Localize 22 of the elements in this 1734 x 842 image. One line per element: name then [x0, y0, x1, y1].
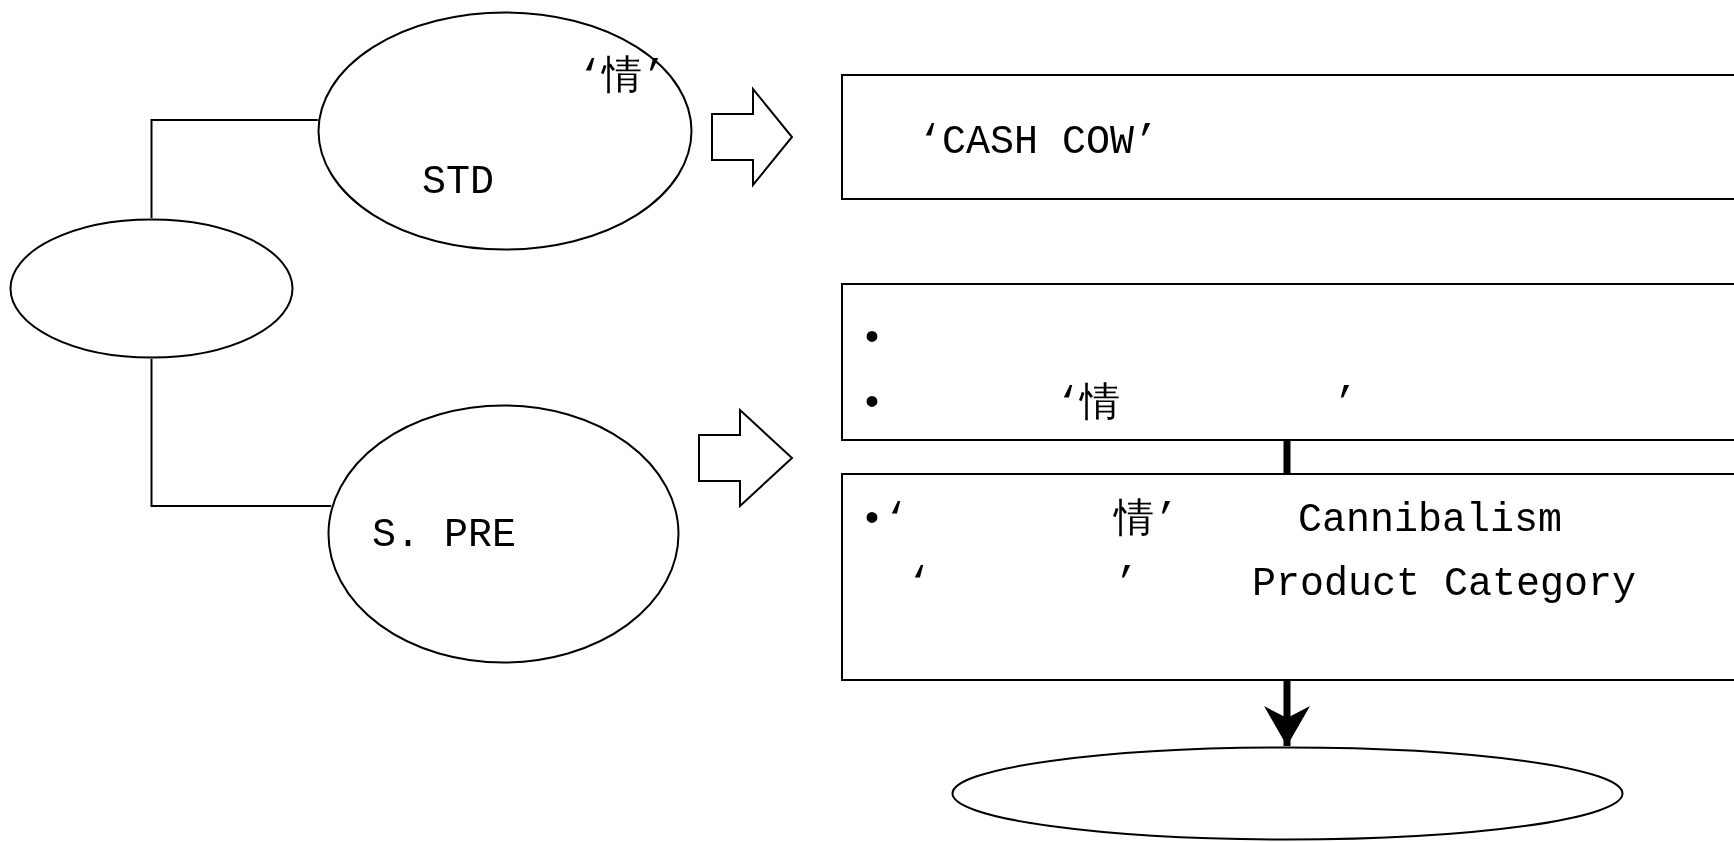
box-text: 情’: [1114, 497, 1178, 545]
connector-line: [150, 119, 319, 219]
arrow: [1264, 681, 1310, 746]
box-text: •: [860, 381, 884, 429]
box-text: ’: [1114, 561, 1138, 609]
box-text: ‘CASH COW’: [918, 119, 1159, 167]
box-text: •: [860, 316, 884, 364]
text-box: [841, 473, 1734, 681]
oval-label: STD: [422, 159, 494, 207]
box-text: ‘: [907, 561, 931, 609]
block-arrow: [698, 407, 794, 509]
box-text: •‘: [860, 497, 908, 545]
box-text: ‘情: [1056, 381, 1120, 429]
text-box: [841, 283, 1734, 441]
box-text: Cannibalism: [1298, 497, 1563, 545]
connector-line: [1283, 441, 1291, 473]
box-text: ’: [1333, 381, 1357, 429]
block-arrow: [711, 86, 794, 188]
text-box: [841, 74, 1734, 200]
oval-label: S. PRE: [372, 512, 517, 560]
connector-line: [150, 358, 333, 507]
box-text: Product Category: [1252, 561, 1637, 609]
